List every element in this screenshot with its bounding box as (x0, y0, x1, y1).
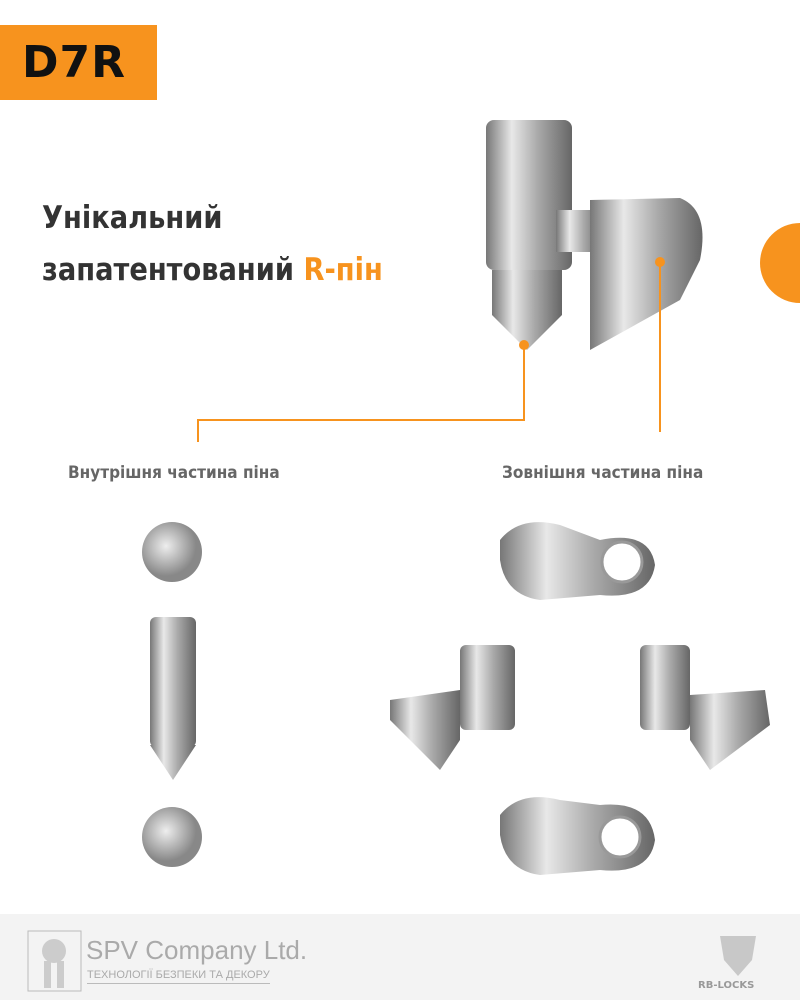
brand-name: RB-LOCKS (698, 980, 755, 991)
model-badge: D7R (0, 25, 157, 100)
headline-line2: запатентований R-пін (42, 244, 383, 296)
headline-accent: R-пін (303, 252, 383, 288)
headline-prefix: запатентований (42, 252, 304, 288)
company-name: SPV Company Ltd. (86, 935, 308, 965)
model-label: D7R (22, 37, 127, 88)
r-pin-assembly-image (486, 120, 703, 350)
company-tagline: ТЕХНОЛОГІЇ БЕЗПЕКИ ТА ДЕКОРУ (87, 969, 270, 984)
footer: SPV Company Ltd. ТЕХНОЛОГІЇ БЕЗПЕКИ ТА Д… (0, 914, 800, 1000)
headline-line1: Унікальний (42, 200, 223, 236)
headline: Унікальний запатентований R-пін (42, 192, 383, 296)
inner-pin-parts (142, 522, 202, 867)
outer-part-label: Зовнішня частина піна (502, 463, 704, 483)
product-illustrations (142, 120, 770, 875)
inner-part-label: Внутрішня частина піна (68, 463, 280, 483)
spv-logo-icon (27, 930, 82, 992)
outer-pin-parts (390, 522, 770, 875)
callout-lines (197, 257, 665, 442)
rb-shield-icon (720, 936, 756, 976)
